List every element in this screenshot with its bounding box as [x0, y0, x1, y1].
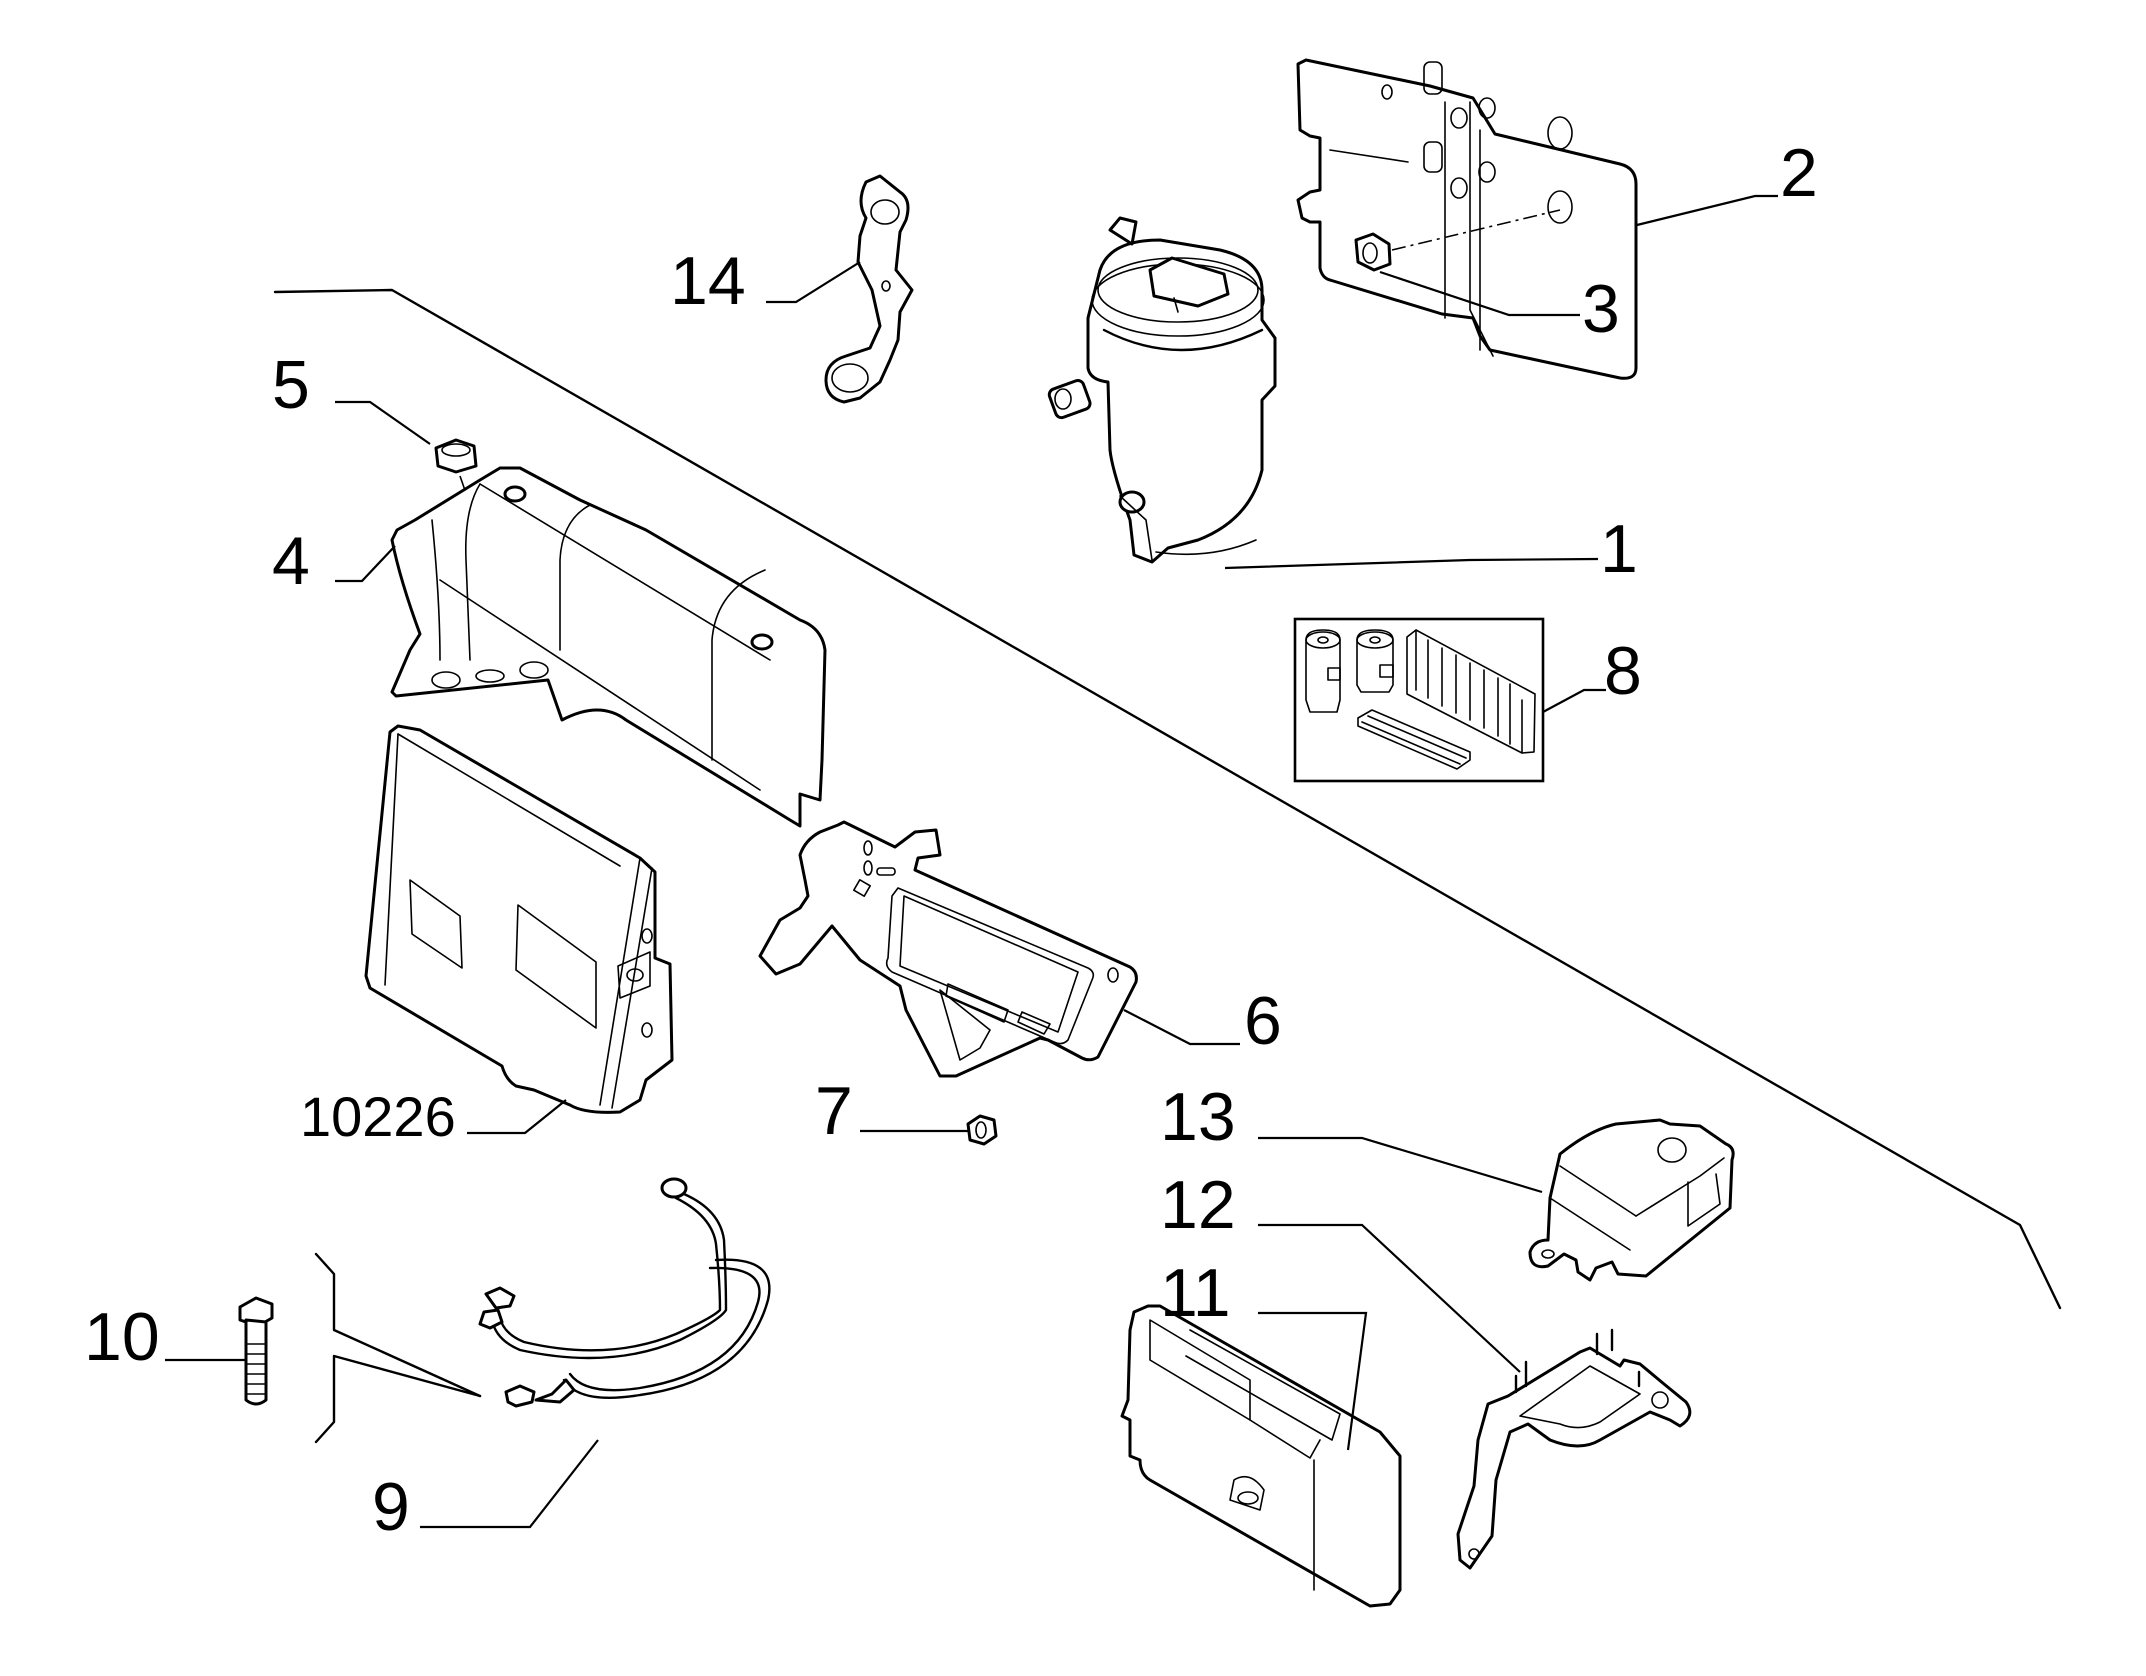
leader-13	[1258, 1136, 1543, 1194]
section-divider-line	[273, 288, 2062, 1310]
group-bracket-9-10	[314, 1252, 482, 1444]
callout-5: 5	[272, 347, 310, 423]
leader-11	[1258, 1311, 1368, 1451]
part-11-fuse-box[interactable]	[1120, 1304, 1402, 1608]
callout-1: 1	[1600, 511, 1638, 587]
part-2-mounting-bracket[interactable]	[1296, 58, 1638, 380]
part-3-nut[interactable]	[1354, 232, 1392, 272]
part-6-support-bracket[interactable]	[758, 820, 1138, 1078]
leader-1	[1224, 557, 1599, 570]
part-7-nut[interactable]	[966, 1114, 998, 1146]
callout-7: 7	[815, 1073, 853, 1149]
leader-6	[1123, 1009, 1240, 1046]
callout-8: 8	[1604, 633, 1642, 709]
leader-8	[1542, 688, 1606, 713]
callout-11: 11	[1160, 1255, 1231, 1331]
part-10-bolt[interactable]	[238, 1296, 274, 1406]
callout-10226: 10226	[300, 1085, 456, 1148]
cabin-filter-icon	[1357, 709, 1471, 770]
leader-2	[1636, 194, 1778, 227]
leader-12	[1258, 1223, 1521, 1373]
callout-3: 3	[1582, 271, 1620, 347]
leader-9	[420, 1439, 599, 1529]
part-8-filter-kit[interactable]	[1293, 617, 1545, 783]
callout-9: 9	[372, 1469, 410, 1545]
part-5-nut[interactable]	[434, 438, 478, 474]
air-filter-icon	[1406, 629, 1536, 754]
leader-14	[766, 261, 861, 304]
part-4-control-cover[interactable]	[390, 466, 827, 828]
callout-6: 6	[1244, 983, 1282, 1059]
callout-2: 2	[1780, 135, 1818, 211]
part-10226-ecu[interactable]	[364, 724, 674, 1114]
callout-14: 14	[670, 243, 746, 319]
leader-5	[335, 400, 431, 445]
leader-3	[1379, 270, 1580, 317]
oil-filter-icon	[1305, 629, 1341, 713]
callout-13: 13	[1160, 1079, 1236, 1155]
leader-4	[335, 545, 396, 583]
fuel-filter-element-icon	[1356, 629, 1394, 693]
part-13-fuse-cover[interactable]	[1528, 1118, 1735, 1282]
assembly-axis-3	[1391, 209, 1561, 251]
part-9-ground-cable[interactable]	[478, 1177, 771, 1408]
part-12-fuse-bracket[interactable]	[1456, 1328, 1692, 1570]
callout-12: 12	[1160, 1167, 1236, 1243]
part-14-wiring-bracket[interactable]	[824, 174, 914, 404]
callout-10: 10	[84, 1299, 160, 1375]
leader-10226	[467, 1099, 567, 1135]
callout-4: 4	[272, 523, 310, 599]
part-1-fuel-filter[interactable]	[1047, 216, 1277, 564]
